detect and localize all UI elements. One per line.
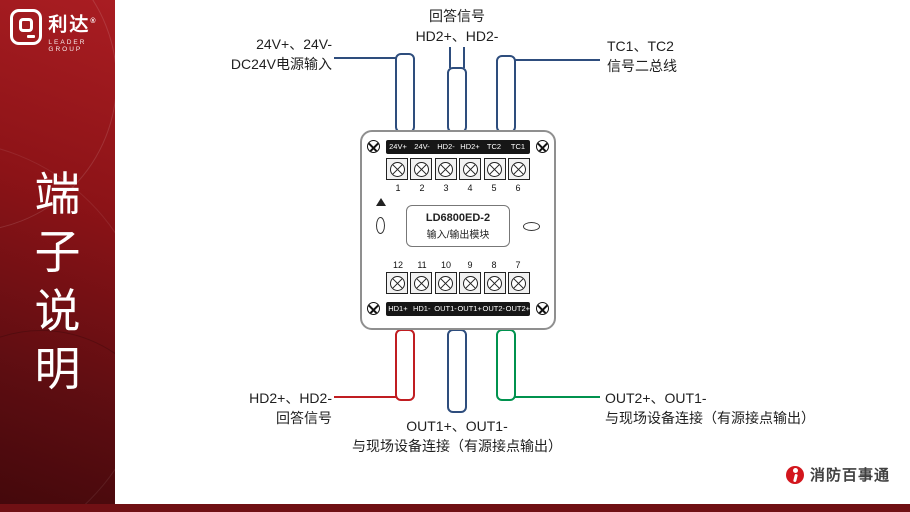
bottom-terminal-label-bar: HD1+ HD1- OUT1- OUT1+ OUT2- OUT2+ [386,302,530,316]
footer-brand: 消防百事通 [786,464,890,485]
module-LD6800ED-2: 24V+ 24V- HD2- HD2+ TC2 TC1 1 2 3 4 5 6 [360,130,556,330]
annotation-out1-field-device: OUT1+、OUT1- 与现场设备连接（有源接点输出） [352,418,562,454]
screw-terminal-icon [434,272,457,294]
annotation-power-input: 24V+、24V- DC24V电源输入 [230,36,332,72]
leader-group-logo: 利达® LEADER GROUP [10,9,115,53]
screw-terminal-icon [507,158,530,180]
screw-terminal-icon [410,272,433,294]
annotation-answer-signal-top: 回答信号 HD2+、HD2- [415,8,499,44]
wire-tc-loop [496,55,516,133]
wire-out2-loop [496,329,516,401]
top-terminal-row [386,158,530,180]
annotation-answer-signal-bottom: HD2+、HD2- 回答信号 [249,390,332,426]
wire-green-group [496,329,600,401]
bottom-terminal-row [386,272,530,294]
screw-terminal-icon [483,272,506,294]
annotation-out2-field-device: OUT2+、OUT1- 与现场设备连接（有源接点输出） [605,390,815,426]
screw-terminal-icon [386,158,408,180]
footer-brand-text: 消防百事通 [810,467,891,484]
led-window-left [376,217,385,234]
logo-brand-text: 利达® [48,14,98,36]
corner-screw-icon [536,302,549,315]
wire-out1-loop [447,329,467,413]
triangle-indicator-icon [376,198,386,206]
wire-24v-loop [395,53,415,133]
fire-service-icon [786,465,804,484]
annotation-signal-bus: TC1、TC2 信号二总线 [607,38,677,74]
corner-screw-icon [536,140,549,153]
wire-red-group [334,329,415,401]
screw-terminal-icon [483,158,506,180]
top-terminal-numbers: 1 2 3 4 5 6 [395,183,521,193]
corner-screw-icon [367,140,380,153]
screw-terminal-icon [507,272,530,294]
logo-subtitle: LEADER GROUP [48,39,87,54]
top-terminal-label-bar: 24V+ 24V- HD2- HD2+ TC2 TC1 [386,140,530,154]
screw-terminal-icon [386,272,408,294]
sidebar: 利达® LEADER GROUP 端 子 说 明 [0,0,115,512]
logo-icon [10,9,43,45]
screw-terminal-icon [434,158,457,180]
module-nameplate: LD6800ED-2 输入/输出模块 [406,205,510,247]
decorative-arc [0,330,115,512]
led-window-right [523,222,540,231]
wire-hd1-loop [395,329,415,401]
screw-terminal-icon [410,158,433,180]
page-title: 端 子 说 明 [34,168,81,395]
screw-terminal-icon [459,272,482,294]
corner-screw-icon [367,302,380,315]
screw-terminal-icon [459,158,482,180]
wire-hd2-loop [447,67,467,133]
bottom-terminal-numbers: 12 11 10 9 8 7 [392,260,521,270]
bottom-strip [0,504,910,512]
